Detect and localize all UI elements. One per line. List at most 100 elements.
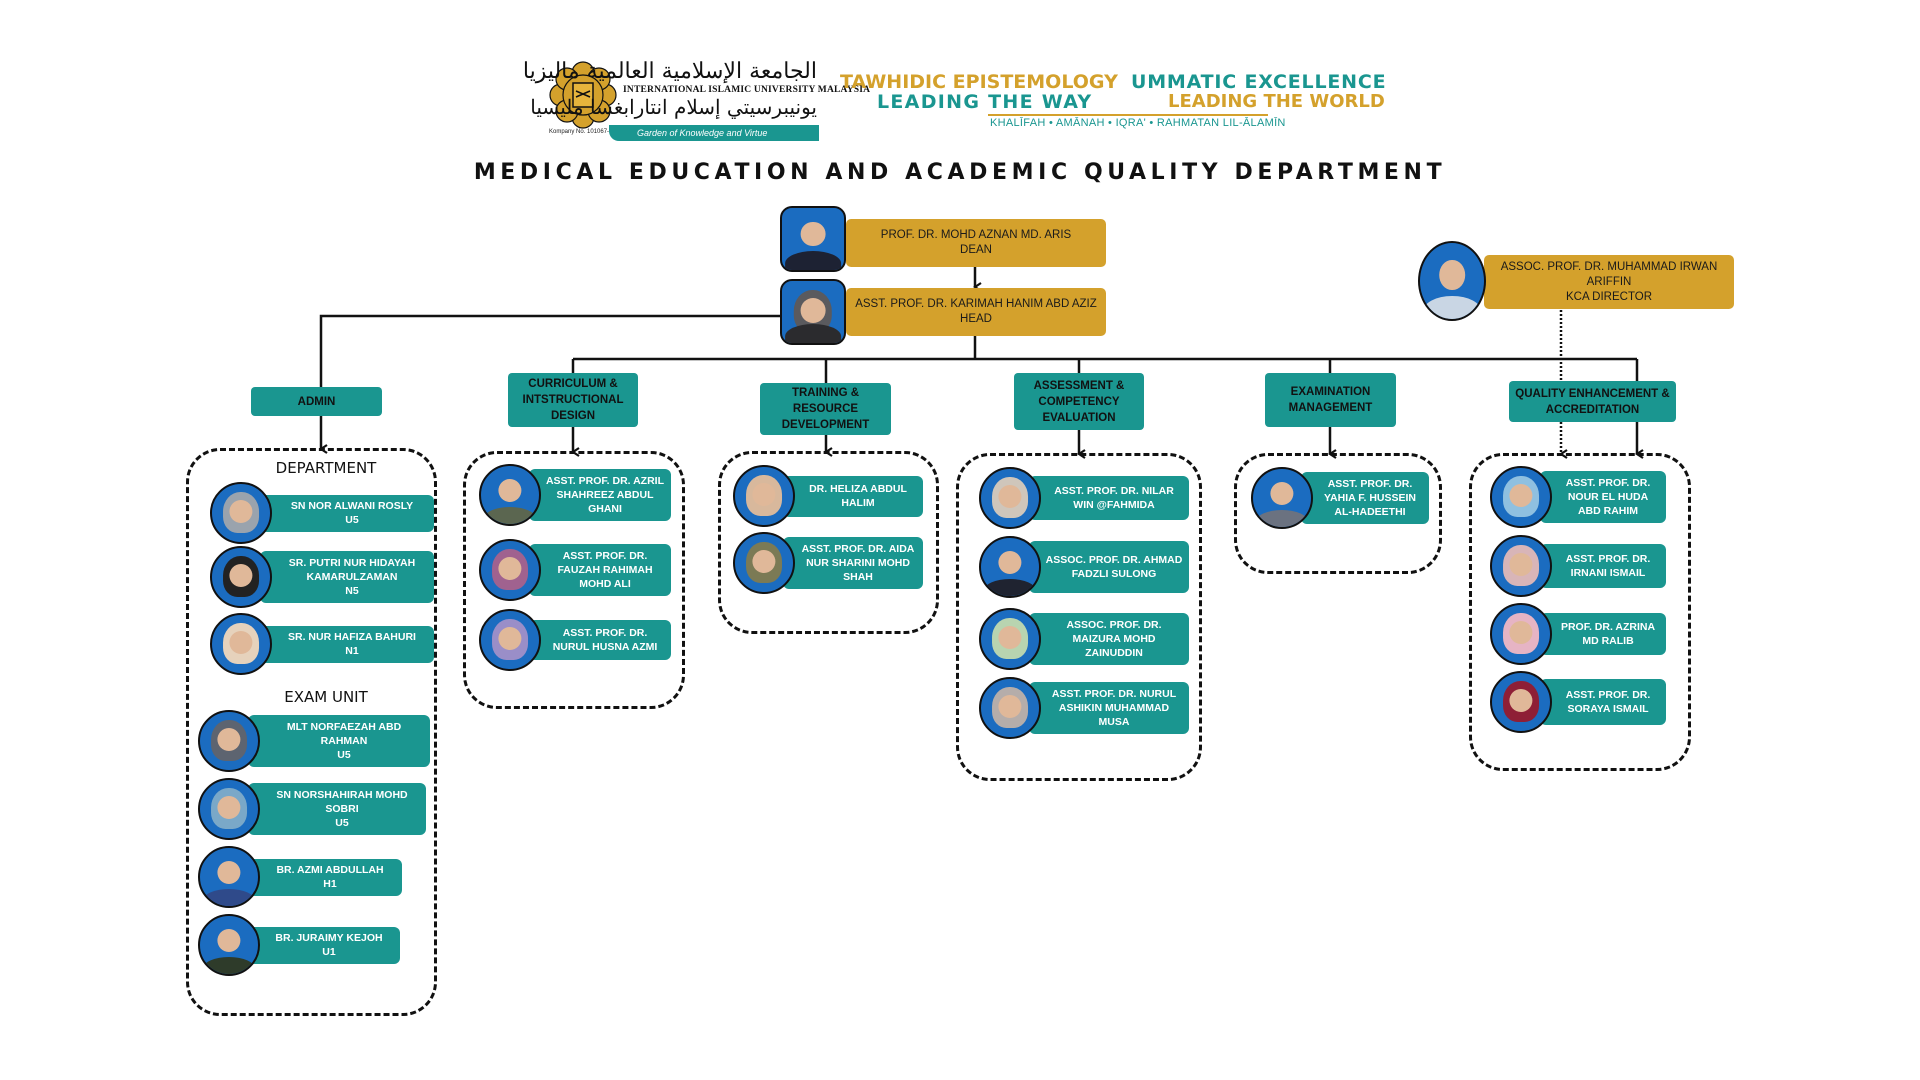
motto-text: KHALĪFAH • AMĀNAH • IQRA' • RAHMATAN LIL… bbox=[990, 117, 1286, 129]
section-department-label: DEPARTMENT bbox=[275, 459, 377, 477]
group-exam-management bbox=[1234, 453, 1442, 574]
group-admin bbox=[186, 448, 437, 1016]
member-name-box: ASST. PROF. DR. FAUZAH RAHIMAH MOHD ALI bbox=[529, 544, 671, 596]
motto-divider bbox=[988, 114, 1268, 116]
member-photo bbox=[210, 546, 272, 608]
logo-company-number: Kompany No. 101067-P bbox=[549, 129, 614, 135]
unit-admin: ADMIN bbox=[251, 387, 382, 416]
member-photo bbox=[479, 609, 541, 671]
member-photo bbox=[1490, 535, 1552, 597]
member-name-box: ASST. PROF. DR. NURUL ASHIKIN MUHAMMAD M… bbox=[1029, 682, 1189, 734]
unit-training-label: TRAINING & RESOURCE DEVELOPMENT bbox=[781, 387, 870, 431]
head-photo bbox=[780, 279, 846, 345]
member-photo bbox=[198, 914, 260, 976]
slogan-tawhidic: TAWHIDIC EPISTEMOLOGY bbox=[840, 71, 1118, 93]
member-photo bbox=[1251, 467, 1313, 529]
unit-curriculum: CURRICULUM & INTSTRUCTIONAL DESIGN bbox=[508, 373, 638, 427]
dean-role: DEAN bbox=[960, 244, 992, 256]
unit-curriculum-label: CURRICULUM & INTSTRUCTIONAL DESIGN bbox=[522, 378, 624, 422]
member-name-box: ASST. PROF. DR. NOUR EL HUDA ABD RAHIM bbox=[1540, 471, 1666, 523]
member-name-box: DR. HELIZA ABDUL HALIM bbox=[783, 475, 923, 517]
group-quality bbox=[1469, 453, 1691, 771]
section-exam-unit-label: EXAM UNIT bbox=[284, 688, 368, 706]
unit-assessment-label: ASSESSMENT & COMPETENCY EVALUATION bbox=[1033, 379, 1125, 424]
dean-box: PROF. DR. MOHD AZNAN MD. ARIS DEAN bbox=[846, 219, 1106, 267]
unit-assessment: ASSESSMENT & COMPETENCY EVALUATION bbox=[1014, 373, 1144, 430]
slogan-leading-the-way: LEADING THE WAY bbox=[877, 91, 1093, 113]
member-card: ASST. PROF. DR. FAUZAH RAHIMAH MOHD ALI bbox=[479, 539, 671, 601]
member-photo bbox=[979, 467, 1041, 529]
member-card: ASST. PROF. DR. NURUL HUSNA AZMI bbox=[479, 609, 671, 671]
member-photo bbox=[733, 532, 795, 594]
member-photo bbox=[198, 710, 260, 772]
member-card: ASST. PROF. DR. NURUL ASHIKIN MUHAMMAD M… bbox=[979, 677, 1189, 739]
member-photo bbox=[479, 464, 541, 526]
group-assessment bbox=[956, 453, 1202, 781]
logo-english-name: INTERNATIONAL ISLAMIC UNIVERSITY MALAYSI… bbox=[623, 85, 871, 95]
unit-quality: QUALITY ENHANCEMENT & ACCREDITATION bbox=[1509, 381, 1676, 422]
head-to-admin-line bbox=[319, 314, 782, 387]
member-card: ASST. PROF. DR. IRNANI ISMAIL bbox=[1490, 535, 1666, 597]
member-name-box: ASSOC. PROF. DR. AHMAD FADZLI SULONG bbox=[1029, 541, 1189, 593]
kca-director-photo bbox=[1418, 241, 1486, 321]
head-name: ASST. PROF. DR. KARIMAH HANIM ABD AZIZ bbox=[855, 298, 1097, 310]
member-name-box: PROF. DR. AZRINA MD RALIB bbox=[1540, 613, 1666, 655]
member-name-box: ASSOC. PROF. DR. MAIZURA MOHD ZAINUDDIN bbox=[1029, 613, 1189, 665]
member-photo bbox=[479, 539, 541, 601]
kca-director-role: KCA DIRECTOR bbox=[1565, 290, 1653, 303]
kca-director-name: ASSOC. PROF. DR. MUHAMMAD IRWAN bbox=[1500, 260, 1718, 273]
head-box: ASST. PROF. DR. KARIMAH HANIM ABD AZIZ H… bbox=[846, 288, 1106, 336]
member-card: ASST. PROF. DR. AIDA NUR SHARINI MOHD SH… bbox=[733, 532, 923, 594]
member-photo bbox=[198, 778, 260, 840]
member-name-box: ASST. PROF. DR. IRNANI ISMAIL bbox=[1540, 544, 1666, 588]
member-name-box: ASST. PROF. DR. AIDA NUR SHARINI MOHD SH… bbox=[783, 537, 923, 589]
slogan-leading-the-world: LEADING THE WORLD bbox=[1168, 91, 1385, 112]
dean-photo bbox=[780, 206, 846, 272]
group-training bbox=[718, 451, 939, 634]
member-card: PROF. DR. AZRINA MD RALIB bbox=[1490, 603, 1666, 665]
member-name-box: ASST. PROF. DR. AZRIL SHAHREEZ ABDUL GHA… bbox=[529, 469, 671, 521]
member-photo bbox=[198, 846, 260, 908]
unit-quality-label: QUALITY ENHANCEMENT & ACCREDITATION bbox=[1515, 387, 1670, 416]
kca-director-box: ASSOC. PROF. DR. MUHAMMAD IRWAN ARIFFIN … bbox=[1484, 255, 1734, 309]
member-name-box: ASST. PROF. DR. NURUL HUSNA AZMI bbox=[529, 620, 671, 660]
unit-exam-management-label: EXAMINATION MANAGEMENT bbox=[1288, 386, 1373, 414]
member-name-box: ASST. PROF. DR. SORAYA ISMAIL bbox=[1540, 679, 1666, 725]
member-card: ASST. PROF. DR. NOUR EL HUDA ABD RAHIM bbox=[1490, 466, 1666, 528]
logo-tagline: Garden of Knowledge and Virtue bbox=[609, 125, 819, 141]
member-photo bbox=[210, 613, 272, 675]
member-photo bbox=[979, 536, 1041, 598]
unit-exam-management: EXAMINATION MANAGEMENT bbox=[1265, 373, 1396, 427]
iium-emblem-icon bbox=[549, 61, 617, 129]
page-title: MEDICAL EDUCATION AND ACADEMIC QUALITY D… bbox=[473, 160, 1447, 185]
member-card: ASSOC. PROF. DR. MAIZURA MOHD ZAINUDDIN bbox=[979, 608, 1189, 670]
group-curriculum bbox=[463, 451, 685, 709]
member-photo bbox=[1490, 671, 1552, 733]
member-name-box: ASST. PROF. DR. YAHIA F. HUSSEIN AL-HADE… bbox=[1301, 472, 1429, 524]
member-card: ASSOC. PROF. DR. AHMAD FADZLI SULONG bbox=[979, 536, 1189, 598]
member-name-box: ASST. PROF. DR. NILAR WIN @FAHMIDA bbox=[1029, 476, 1189, 520]
member-photo bbox=[979, 677, 1041, 739]
kca-director-name-2: ARIFFIN bbox=[1586, 275, 1632, 288]
dean-name: PROF. DR. MOHD AZNAN MD. ARIS bbox=[880, 229, 1072, 241]
slogan-ummatic: UMMATIC EXCELLENCE bbox=[1131, 71, 1387, 93]
member-photo bbox=[1490, 466, 1552, 528]
logo-jawi-name: يونيبرسيتي إسلام انتارابغسا مليسيا bbox=[530, 95, 817, 119]
iium-logo: الجامعة الإسلامية العالمية ماليزيا INTER… bbox=[522, 59, 870, 143]
logo-arabic-name: الجامعة الإسلامية العالمية ماليزيا bbox=[522, 59, 817, 84]
head-role: HEAD bbox=[960, 313, 992, 325]
